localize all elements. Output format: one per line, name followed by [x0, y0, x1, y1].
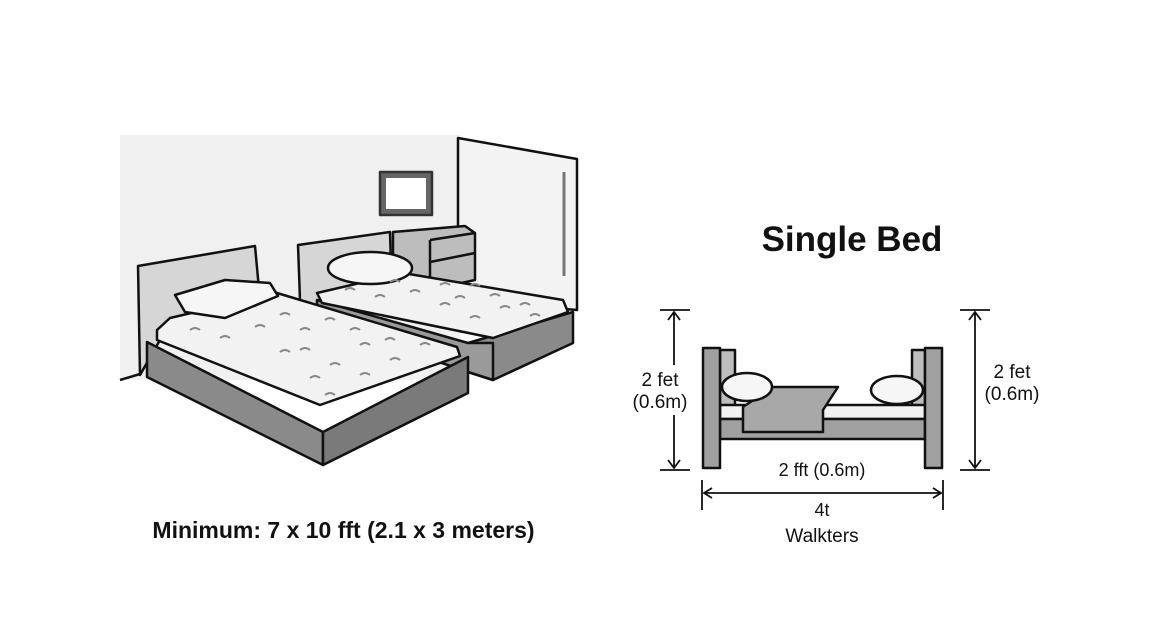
- right-height-label: 2 fet (0.6m): [972, 362, 1052, 406]
- right-height-meters: (0.6m): [984, 384, 1040, 405]
- bed-1-base-front-right: [321, 355, 470, 467]
- single-bed-diagram: [701, 346, 944, 470]
- dimension-lines: [660, 309, 990, 510]
- right-post: [923, 346, 944, 470]
- left-height-label: 2 fet (0.6m): [620, 370, 700, 414]
- right-height-feet: 2 fet: [993, 362, 1031, 383]
- blanket: [741, 385, 840, 434]
- bed-1-pillow: [173, 278, 280, 320]
- inner-width-label: 2 fft (0.6m): [778, 460, 866, 480]
- floor-line: [119, 372, 141, 382]
- left-post: [701, 346, 722, 470]
- minimum-size-caption: Minimum: 7 x 10 fft (2.1 x 3 meters): [152, 517, 535, 543]
- total-width-sublabel: Walkters: [785, 526, 859, 547]
- width-dimension: [701, 480, 944, 510]
- left-height-dimension: [660, 309, 690, 471]
- room-illustration: [119, 135, 579, 467]
- left-pillow: [720, 371, 774, 403]
- diagram-title: Single Bed: [761, 220, 943, 259]
- right-height-dimension: [960, 309, 990, 471]
- bed-2-pillow: [326, 250, 414, 286]
- right-pillow: [869, 374, 925, 406]
- mattress-tufts: [189, 279, 541, 396]
- left-height-meters: (0.6m): [632, 392, 688, 413]
- total-width-label: 4t: [814, 500, 830, 520]
- left-height-feet: 2 fet: [641, 370, 679, 391]
